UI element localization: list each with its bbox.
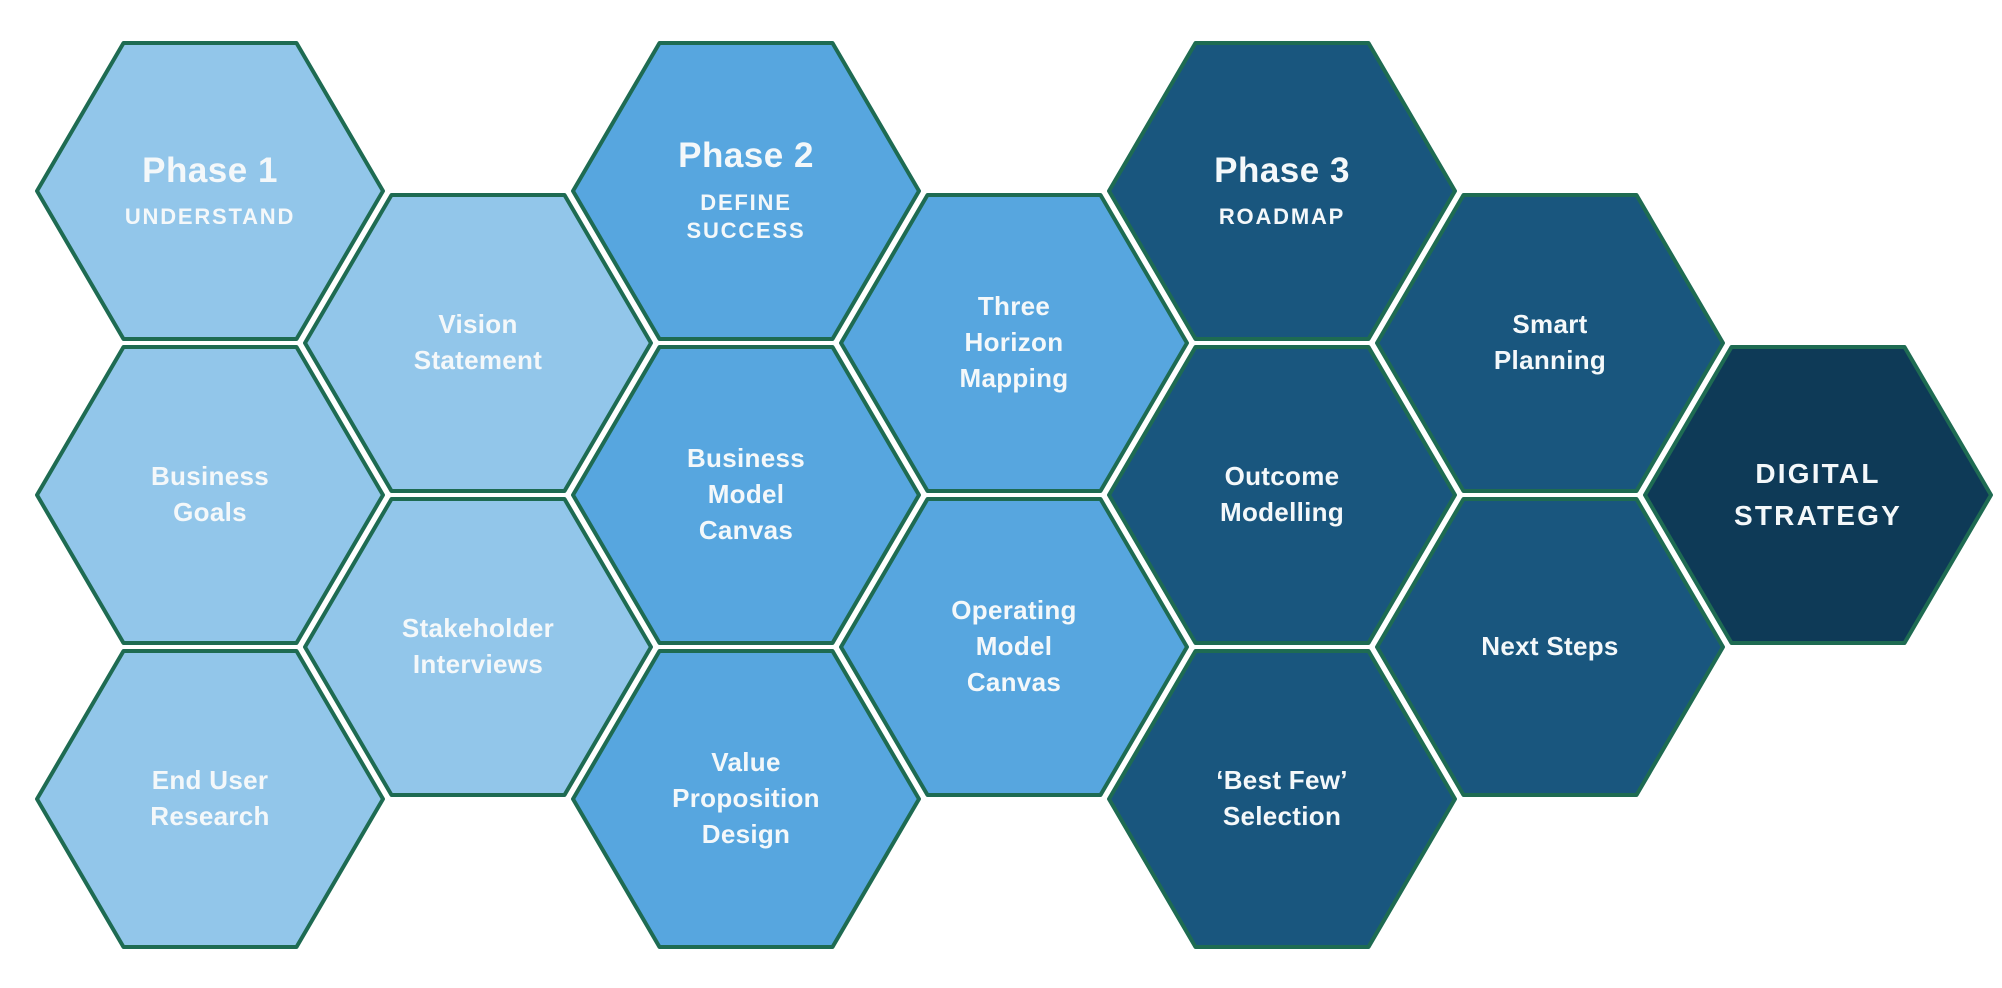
hexagon-shape (1375, 497, 1725, 797)
hexagon-shape (571, 649, 921, 949)
hexagon-shape (1375, 193, 1725, 493)
hexagon-shape (571, 41, 921, 341)
hexagon-shape (839, 193, 1189, 493)
hexagon-shape (303, 193, 653, 493)
hexagon-shape (571, 345, 921, 645)
hexagon-shape (1107, 345, 1457, 645)
hexagon-shape (303, 497, 653, 797)
hexagon-shape (35, 649, 385, 949)
hexagon-shape (35, 345, 385, 645)
hexagon-shape (35, 41, 385, 341)
hexagon-shape (1107, 649, 1457, 949)
hexagon-shape (1107, 41, 1457, 341)
hexagon-shape (839, 497, 1189, 797)
hexagon-shape (1643, 345, 1993, 645)
hex-digital-strategy: DIGITAL STRATEGY (1643, 345, 1993, 645)
